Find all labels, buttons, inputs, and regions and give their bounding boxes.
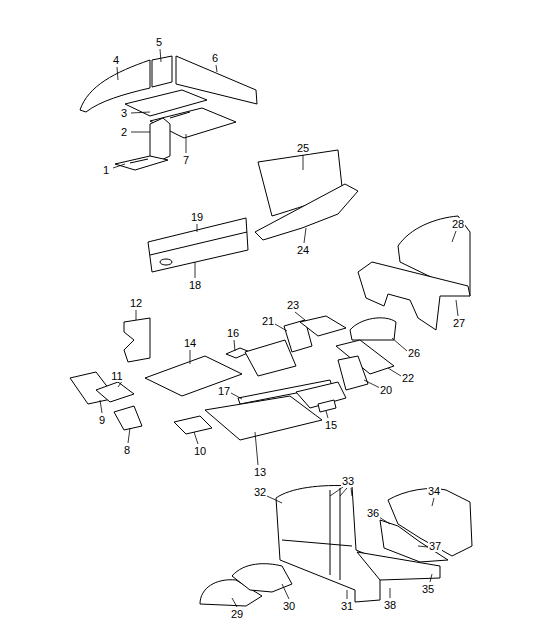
insulation-piece: [124, 318, 150, 362]
callout-number: 9: [98, 414, 106, 426]
insulation-strip: [255, 184, 358, 240]
callout-number: 1: [102, 164, 110, 176]
callout-number: 4: [112, 54, 120, 66]
seam: [282, 540, 352, 546]
callout-number: 23: [286, 299, 300, 311]
callout-number: 12: [129, 297, 143, 309]
seam: [170, 112, 190, 118]
callout-number: 11: [110, 370, 123, 382]
callout-number: 18: [188, 279, 202, 291]
callout-number: 17: [217, 385, 231, 397]
callout-number: 8: [123, 444, 131, 456]
seam: [150, 232, 247, 255]
callout-number: 27: [452, 317, 466, 329]
floor-mat: [338, 356, 368, 390]
callout-number: 29: [230, 608, 244, 620]
insulation-strip: [148, 218, 248, 272]
floor-mat: [145, 356, 242, 396]
floor-mat: [318, 400, 336, 412]
seam: [340, 488, 341, 580]
callout-number: 33: [341, 475, 355, 487]
callout-number: 15: [324, 419, 338, 431]
seam: [330, 490, 331, 575]
callout-number: 37: [428, 540, 442, 552]
floor-mat: [300, 316, 346, 336]
seam: [130, 159, 148, 163]
floor-mat: [114, 406, 142, 430]
insulation-panel: [152, 56, 172, 87]
callout-number: 2: [120, 126, 128, 138]
callout-number: 38: [383, 599, 397, 611]
floor-mat: [96, 382, 134, 402]
callout-number: 16: [226, 327, 240, 339]
callout-number: 26: [407, 347, 421, 359]
callout-number: 35: [421, 583, 435, 595]
callout-number: 13: [253, 466, 267, 478]
callout-number: 14: [183, 337, 197, 349]
callout-number: 28: [451, 218, 465, 230]
side-panel: [380, 520, 448, 562]
insulation-piece: [115, 156, 168, 170]
callout-number: 21: [261, 315, 275, 327]
floor-mat: [245, 340, 296, 376]
callout-number: 3: [120, 107, 128, 119]
callout-number: 25: [296, 142, 310, 154]
insulation-piece: [150, 118, 170, 162]
floor-mat: [350, 318, 396, 340]
callout-number: 22: [401, 372, 415, 384]
floor-mat: [205, 396, 322, 440]
callout-number: 10: [193, 445, 207, 457]
wheel-arch-pad: [232, 564, 292, 592]
leader-lines: [100, 49, 458, 607]
callout-number: 36: [366, 507, 380, 519]
callout-number: 24: [296, 244, 310, 256]
callout-number: 31: [340, 600, 354, 612]
callout-number: 20: [379, 384, 393, 396]
callout-number: 32: [253, 486, 267, 498]
callout-number: 7: [182, 154, 190, 166]
callout-number: 34: [427, 485, 441, 497]
hole: [160, 259, 172, 265]
callout-number: 5: [155, 36, 163, 48]
callout-number: 30: [282, 600, 296, 612]
callout-number: 19: [190, 211, 204, 223]
callout-number: 6: [211, 52, 219, 64]
floor-mat: [174, 416, 212, 434]
